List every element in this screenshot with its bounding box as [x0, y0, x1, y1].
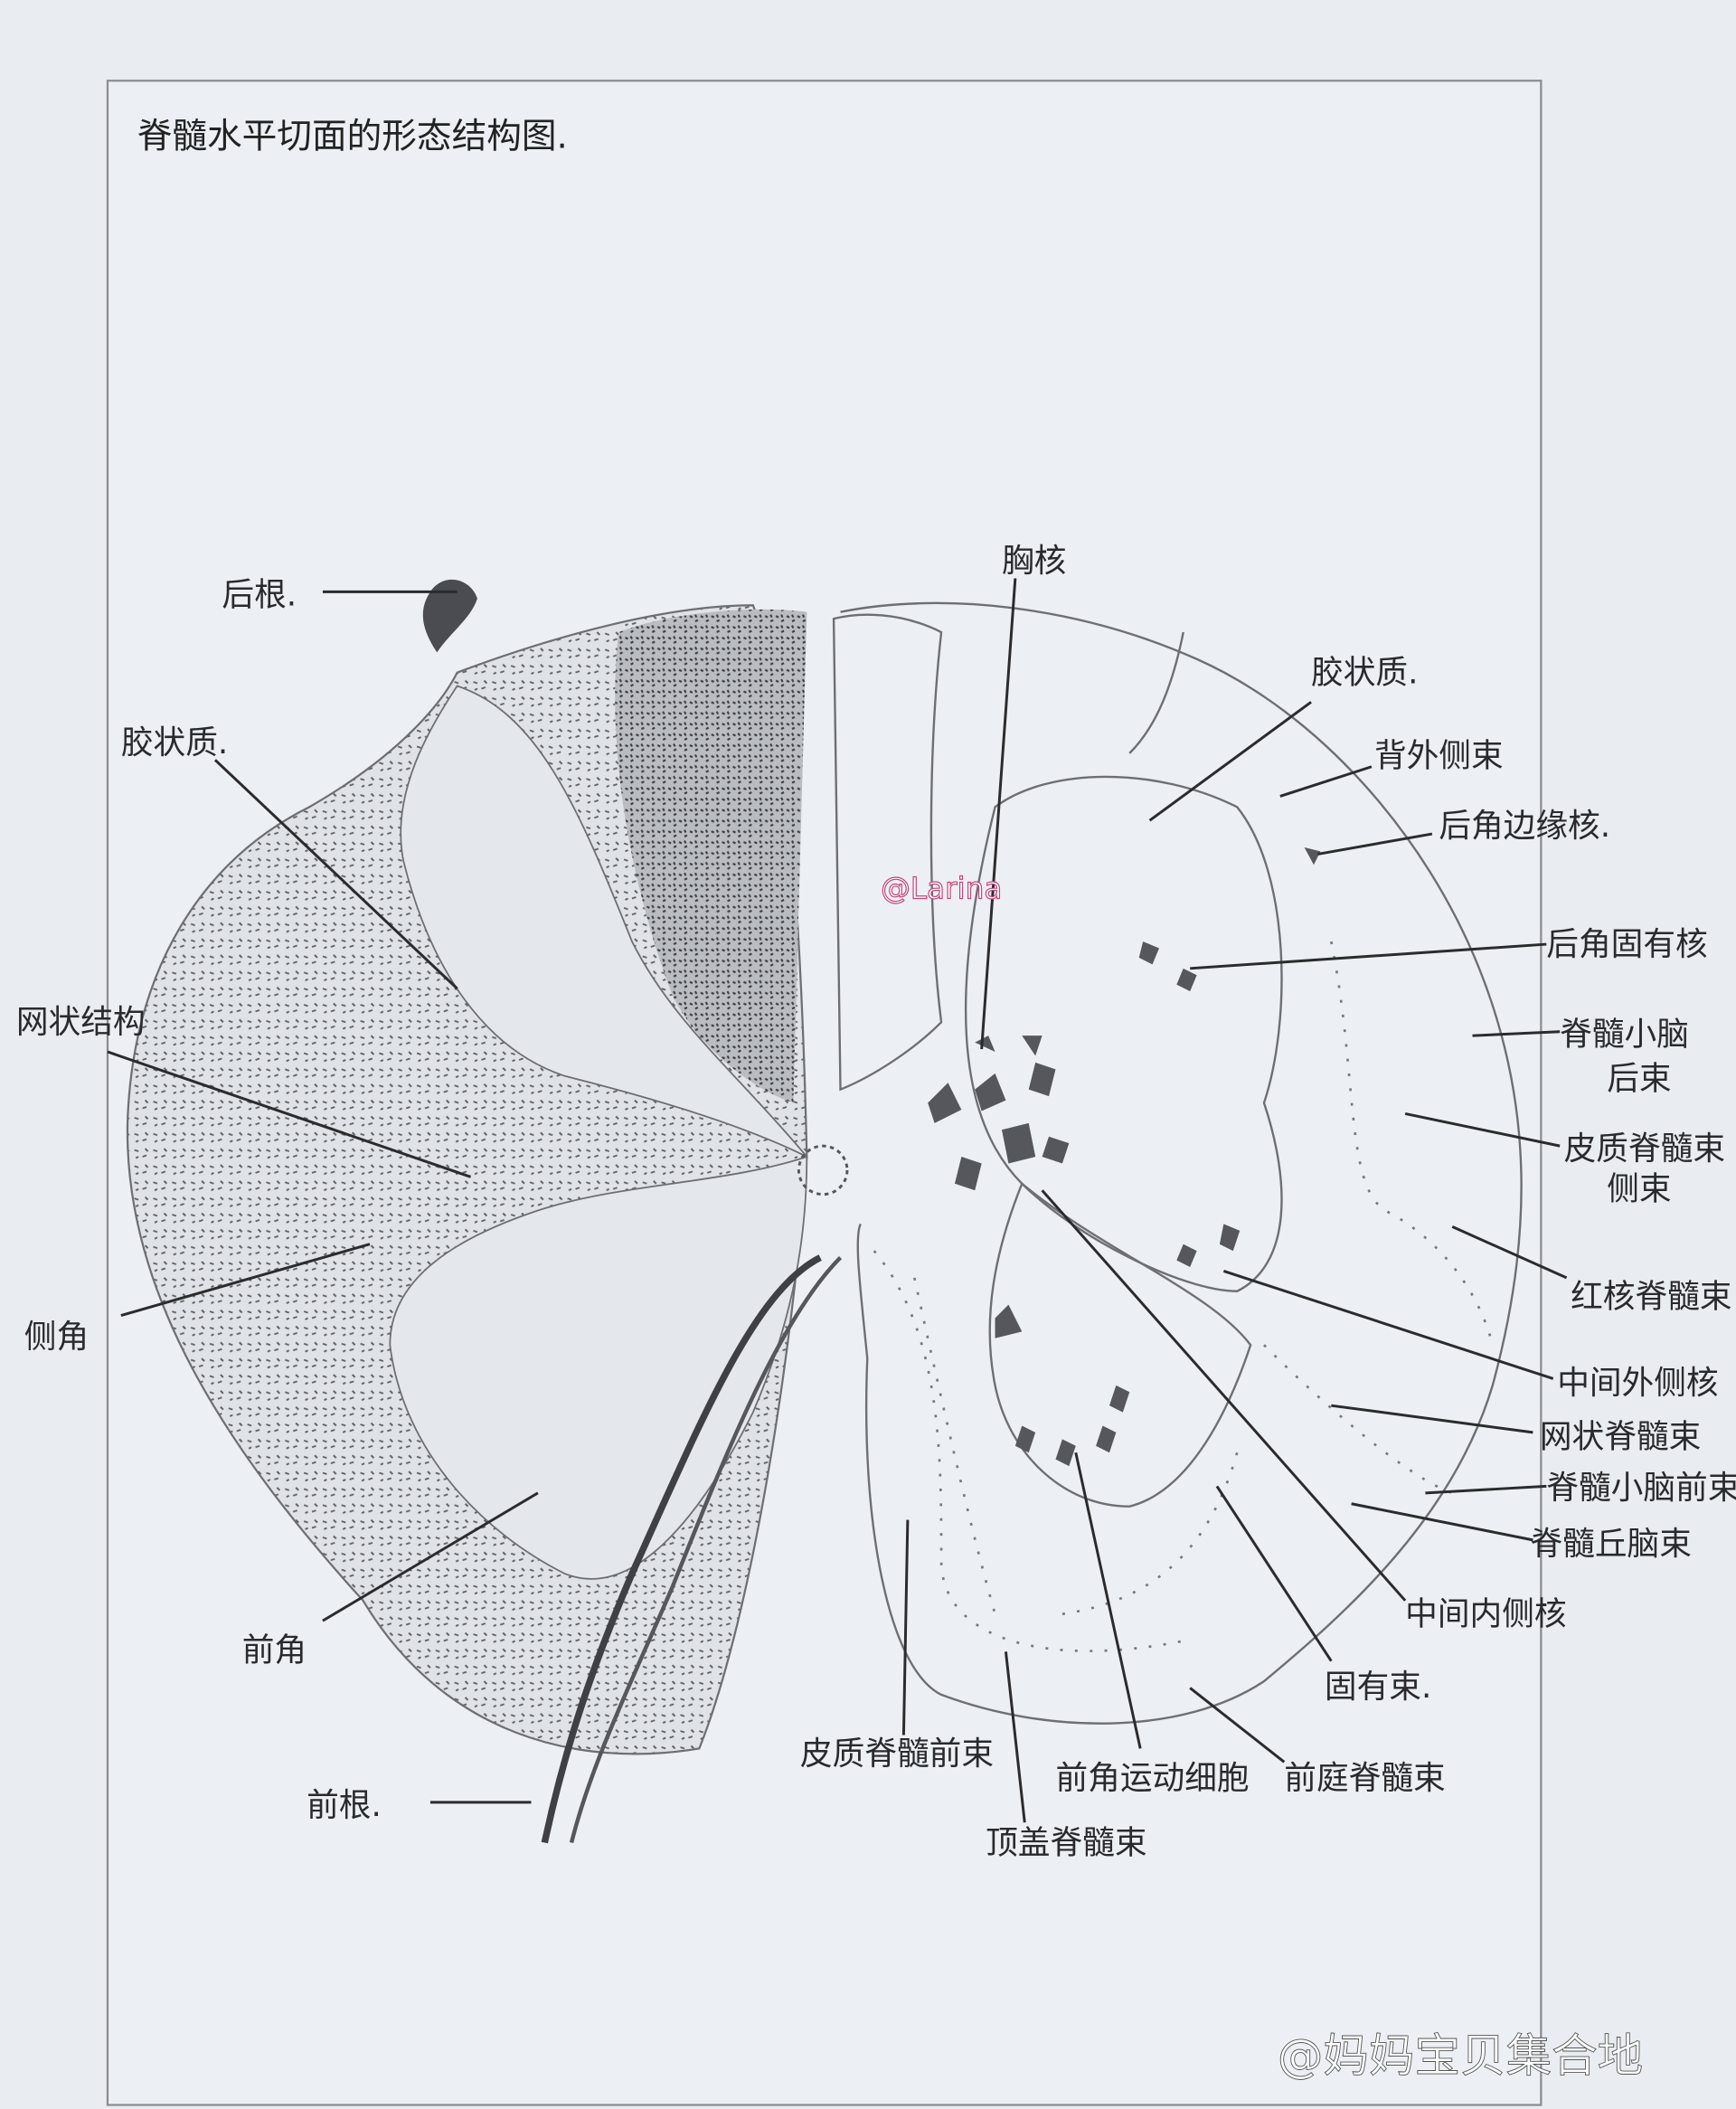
anterior-horn-left	[389, 1155, 808, 1580]
right-half	[832, 601, 1523, 1725]
label-nucleus-proprius: 后角固有核	[1546, 926, 1707, 963]
leader-lines	[107, 578, 1568, 1823]
label-anterior-horn-motor-cells: 前角运动细胞	[1055, 1760, 1249, 1797]
posterior-root-left	[422, 579, 477, 653]
gray-matter-anterior-right	[988, 1181, 1252, 1508]
central-canal	[797, 1144, 849, 1196]
anterior-root-left	[541, 1254, 822, 1844]
left-half	[126, 579, 849, 1844]
gray-matter-posterior-right	[964, 775, 1283, 1292]
label-tectospinal-tract: 顶盖脊髓束	[986, 1824, 1146, 1861]
label-anterior-corticospinal-tract: 皮质脊髓前束	[800, 1735, 994, 1773]
thoracic-nucleus-cells	[928, 1036, 1070, 1191]
label-fasciculus-proprius: 固有束.	[1325, 1669, 1431, 1706]
label-posterior-spinocerebellar-1: 脊髓小脑	[1560, 1017, 1689, 1054]
posterior-funiculus-left	[615, 609, 807, 1103]
label-posteromarginal-nucleus: 后角边缘核.	[1439, 808, 1610, 845]
label-intermediomedial-nucleus: 中间内侧核	[1405, 1596, 1566, 1633]
label-anterior-horn: 前角	[242, 1632, 307, 1669]
white-matter-outline-right	[840, 601, 1523, 1725]
label-posterior-spinocerebellar-2: 后束	[1607, 1061, 1671, 1098]
label-posterior-root: 后根.	[222, 576, 297, 613]
label-anterior-root: 前根.	[307, 1787, 382, 1824]
label-vestibulospinal-tract: 前庭脊髓束	[1284, 1760, 1445, 1797]
motor-cells	[995, 846, 1321, 1467]
label-lateral-corticospinal-2: 侧束	[1607, 1171, 1671, 1208]
label-reticulospinal-tract: 网状脊髓束	[1540, 1418, 1701, 1455]
label-anterior-spinocerebellar-tract: 脊髓小脑前束	[1546, 1470, 1736, 1507]
diagram-title: 脊髓水平切面的形态结构图.	[137, 117, 568, 157]
posterior-funiculus-right	[832, 613, 943, 1092]
label-substantia-gelatinosa-left: 胶状质.	[121, 724, 228, 761]
label-intermediolateral-nucleus: 中间外侧核	[1557, 1365, 1718, 1402]
posterior-horn-left	[400, 685, 808, 1158]
watermark-source: @妈妈宝贝集合地	[1278, 2029, 1643, 2082]
watermark-author: @Larina	[881, 871, 1002, 905]
label-dorsolateral-fasciculus: 背外侧束	[1374, 738, 1504, 775]
label-spinothalamic-tract: 脊髓丘脑束	[1530, 1526, 1691, 1563]
label-thoracic-nucleus: 胸核	[1002, 543, 1066, 580]
label-rubrospinal-tract: 红核脊髓束	[1571, 1279, 1731, 1316]
label-lateral-horn: 侧角	[24, 1319, 89, 1356]
label-reticular-formation: 网状结构	[16, 1004, 146, 1041]
label-lateral-corticospinal-1: 皮质脊髓束	[1564, 1130, 1725, 1168]
label-substantia-gelatinosa-right: 胶状质.	[1311, 655, 1418, 692]
